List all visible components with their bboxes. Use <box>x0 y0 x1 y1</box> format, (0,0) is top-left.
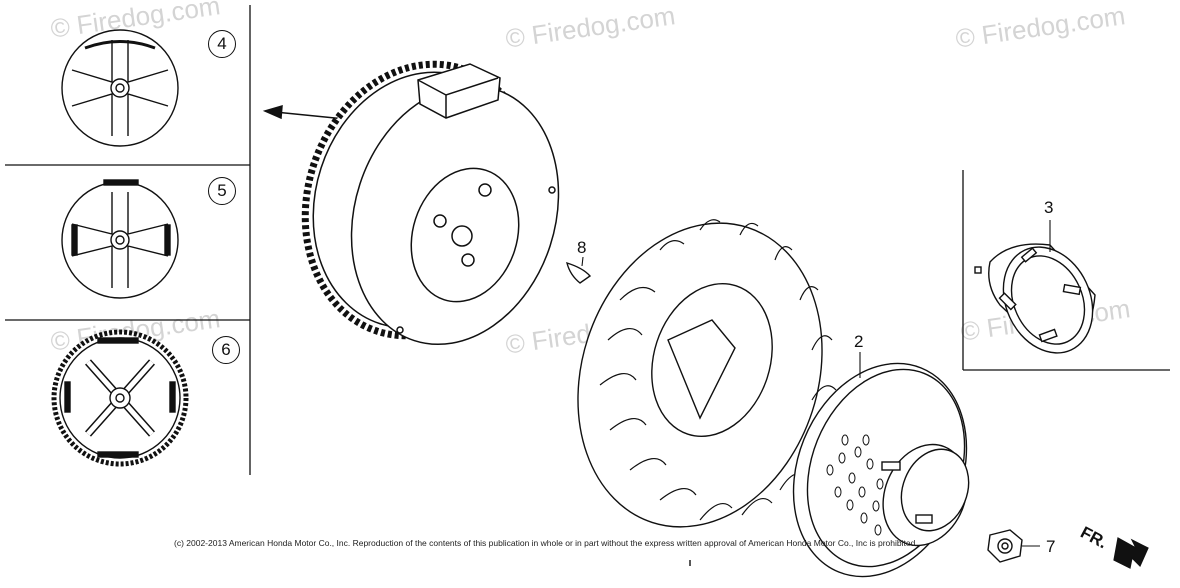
callout-2: 2 <box>854 332 864 351</box>
cooling-fan <box>577 219 837 566</box>
callout-5: 5 <box>208 177 236 205</box>
copyright-notice: (c) 2002-2013 American Honda Motor Co., … <box>174 538 918 548</box>
rotor-variant-5 <box>61 179 179 299</box>
callout-4: 4 <box>208 30 236 58</box>
callout-6: 6 <box>212 336 240 364</box>
callout-7: 7 <box>1046 537 1056 556</box>
inset-panel-3 <box>962 170 1170 371</box>
rotor-variant-4 <box>61 29 179 147</box>
inset-panel-frames <box>5 5 251 475</box>
callout-8: 8 <box>577 238 587 257</box>
rotor-variant-6 <box>51 329 189 467</box>
ratchet-cup <box>974 243 1096 354</box>
woodruff-key <box>566 261 592 284</box>
leader-lines <box>581 220 1051 547</box>
callout-3: 3 <box>1044 198 1054 217</box>
flywheel <box>301 60 560 346</box>
front-direction-arrow <box>1113 537 1149 569</box>
flange-nut <box>987 529 1023 563</box>
starter-pulley <box>792 362 970 578</box>
